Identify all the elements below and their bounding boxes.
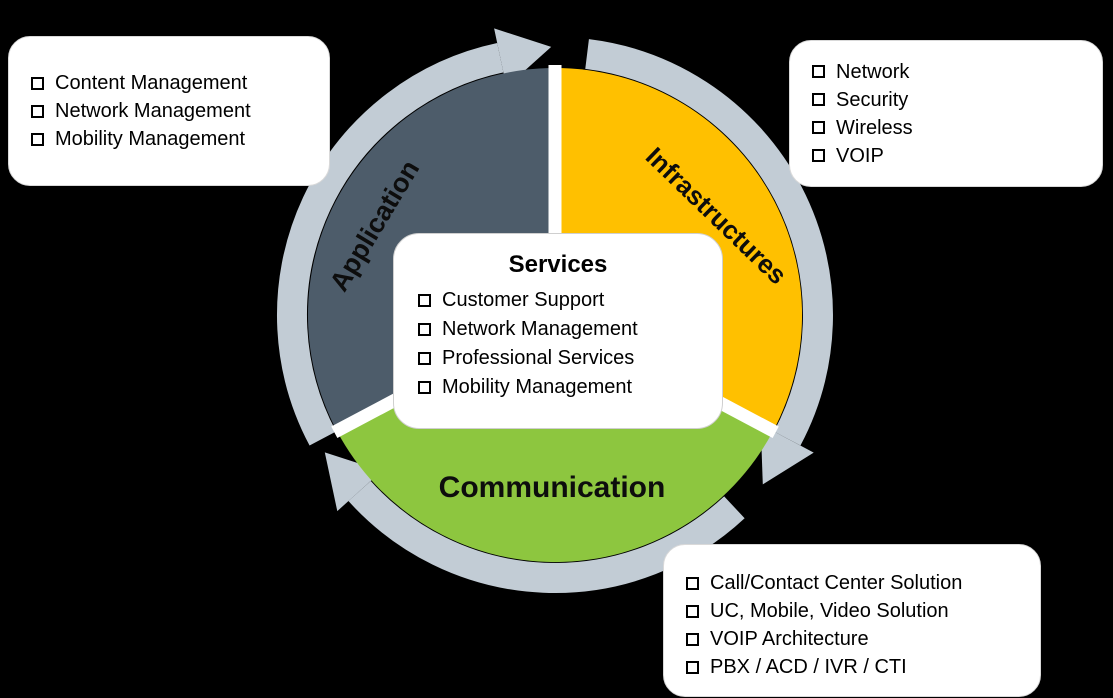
list-item: PBX / ACD / IVR / CTI <box>686 653 1018 681</box>
list-item: Network <box>812 58 1080 86</box>
checkbox-icon <box>812 93 825 106</box>
services-title: Services <box>508 251 608 278</box>
item-label: UC, Mobile, Video Solution <box>710 600 949 622</box>
list-item: Content Management <box>31 69 307 97</box>
communication-callout-box: Call/Contact Center Solution UC, Mobile,… <box>663 544 1041 697</box>
list-item: Network Management <box>418 315 698 344</box>
checkbox-icon <box>812 121 825 134</box>
item-label: Mobility Management <box>55 128 246 150</box>
item-label: Customer Support <box>442 289 605 311</box>
item-label: Professional Services <box>442 347 635 369</box>
flow-arrowhead-top-icon <box>494 28 552 87</box>
list-item: Network Management <box>31 97 307 125</box>
item-label: Network <box>836 60 910 83</box>
list-item: Security <box>812 86 1080 114</box>
flow-arrowhead-right-icon <box>760 424 814 485</box>
checkbox-icon <box>812 149 825 162</box>
ring-arc-communication <box>348 480 745 593</box>
checkbox-icon <box>686 660 699 674</box>
item-label: Content Management <box>55 72 248 94</box>
list-item: Mobility Management <box>31 125 307 153</box>
services-center-box: Services Customer Support Network Manage… <box>393 233 723 429</box>
infrastructures-callout-box: Network Security Wireless VOIP <box>789 40 1103 187</box>
list-item: VOIP Architecture <box>686 625 1018 653</box>
item-label: VOIP Architecture <box>710 628 869 650</box>
ring-arc-application <box>276 43 504 446</box>
checkbox-icon <box>31 76 44 90</box>
list-item: Customer Support <box>418 286 698 315</box>
checkbox-icon <box>812 65 825 78</box>
communication-wedge-label: Communication <box>438 471 666 504</box>
checkbox-icon <box>686 632 699 646</box>
checkbox-icon <box>31 104 44 118</box>
checkbox-icon <box>418 294 431 307</box>
ring-arc-infrastructures <box>585 39 833 446</box>
item-label: Security <box>836 88 909 111</box>
item-label: Network Management <box>442 318 638 340</box>
checkbox-icon <box>31 132 44 146</box>
list-item: UC, Mobile, Video Solution <box>686 597 1018 625</box>
checkbox-icon <box>686 576 699 590</box>
list-item: Professional Services <box>418 344 698 373</box>
item-label: Network Management <box>55 100 251 122</box>
item-label: PBX / ACD / IVR / CTI <box>710 656 907 678</box>
checkbox-icon <box>686 604 699 618</box>
checkbox-icon <box>418 381 431 394</box>
list-item: Call/Contact Center Solution <box>686 569 1018 597</box>
item-label: Mobility Management <box>442 376 633 398</box>
list-item: Mobility Management <box>418 373 698 402</box>
list-item: Wireless <box>812 114 1080 142</box>
checkbox-icon <box>418 352 431 365</box>
item-label: Call/Contact Center Solution <box>710 572 963 594</box>
item-label: Wireless <box>836 116 913 139</box>
item-label: VOIP <box>836 144 884 167</box>
checkbox-icon <box>418 323 431 336</box>
list-item: VOIP <box>812 142 1080 170</box>
application-callout-box: Content Management Network Management Mo… <box>8 36 330 186</box>
